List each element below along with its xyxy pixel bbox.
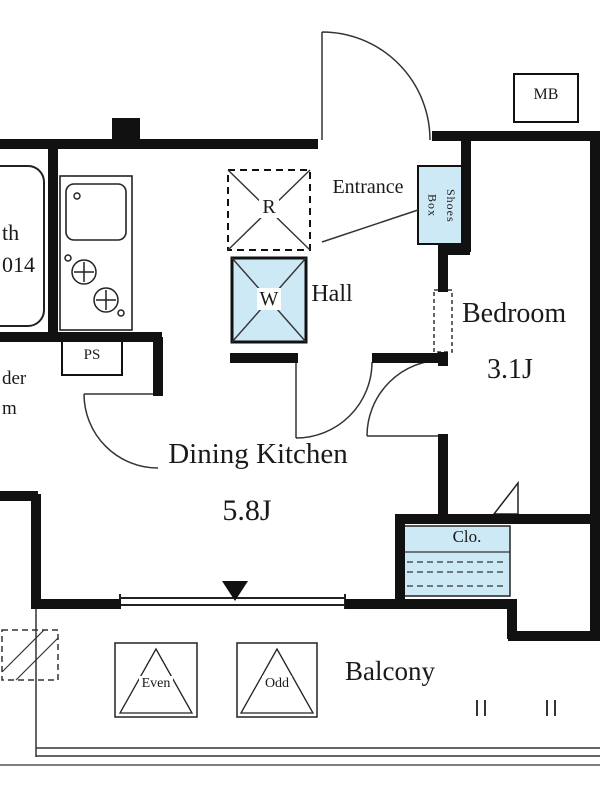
bedroom-label: Bedroom xyxy=(462,298,567,329)
bedroom-size-label: 3.1J xyxy=(487,354,533,385)
shoes-box-label-line2: Box xyxy=(425,194,440,218)
entrance-label: Entrance xyxy=(332,176,404,198)
balcony-drain-mark xyxy=(546,700,556,716)
powder-room-door xyxy=(83,393,159,469)
shoes-box-label: Shoes Box xyxy=(422,171,460,241)
kitchen-sink xyxy=(65,183,127,241)
balcony-railing xyxy=(0,609,600,766)
shoes-box xyxy=(417,165,463,245)
faucet-icon xyxy=(73,192,81,200)
bedroom-door xyxy=(366,359,444,437)
entrance-door xyxy=(321,31,431,141)
dining-kitchen-label: Dining Kitchen xyxy=(168,438,348,470)
walls xyxy=(0,131,600,641)
pipe-space-label: PS xyxy=(83,347,101,363)
powder-room-label-cut-bottom: m xyxy=(2,398,17,419)
dining-kitchen-door xyxy=(295,361,373,439)
hatch-odd-box xyxy=(236,642,318,718)
wall-jog xyxy=(112,118,140,144)
pipe-space-box xyxy=(61,338,123,376)
corner-triangle-symbol xyxy=(492,480,519,515)
kitchen-counter xyxy=(59,175,133,331)
meter-box-label: MB xyxy=(533,86,559,103)
stove-burners xyxy=(64,254,125,317)
bath-label-cut-bottom: 014 xyxy=(2,252,35,277)
washer-letter: W xyxy=(256,288,282,310)
wall-louver xyxy=(433,289,453,353)
hall-label: Hall xyxy=(311,281,353,307)
refrigerator-letter: R xyxy=(259,196,279,218)
closet-shelf-lines xyxy=(403,551,510,587)
hatch-even-label: Even xyxy=(116,676,196,692)
balcony-label: Balcony xyxy=(345,656,435,686)
meter-box xyxy=(513,73,579,123)
washer-label: W xyxy=(249,288,289,311)
powder-room-label-cut-top: der xyxy=(2,368,27,389)
balcony-drain-mark xyxy=(476,700,486,716)
bathtub xyxy=(0,165,45,327)
hatch-even-text: Even xyxy=(138,676,174,691)
entrance-step-line xyxy=(321,209,419,243)
service-hatch-box xyxy=(1,629,59,681)
hatch-odd-label: Odd xyxy=(237,676,317,692)
shoes-box-label-line1: Shoes xyxy=(444,189,458,223)
bath-label-cut-top: th xyxy=(2,220,20,245)
hatch-odd-text: Odd xyxy=(261,676,293,691)
refrigerator-label: R xyxy=(249,196,289,219)
closet-label: Clo. xyxy=(452,527,482,546)
closet-box xyxy=(402,525,511,597)
dining-kitchen-size-label: 5.8J xyxy=(222,494,272,527)
direction-marker xyxy=(222,581,248,601)
hatch-even-box xyxy=(114,642,198,718)
